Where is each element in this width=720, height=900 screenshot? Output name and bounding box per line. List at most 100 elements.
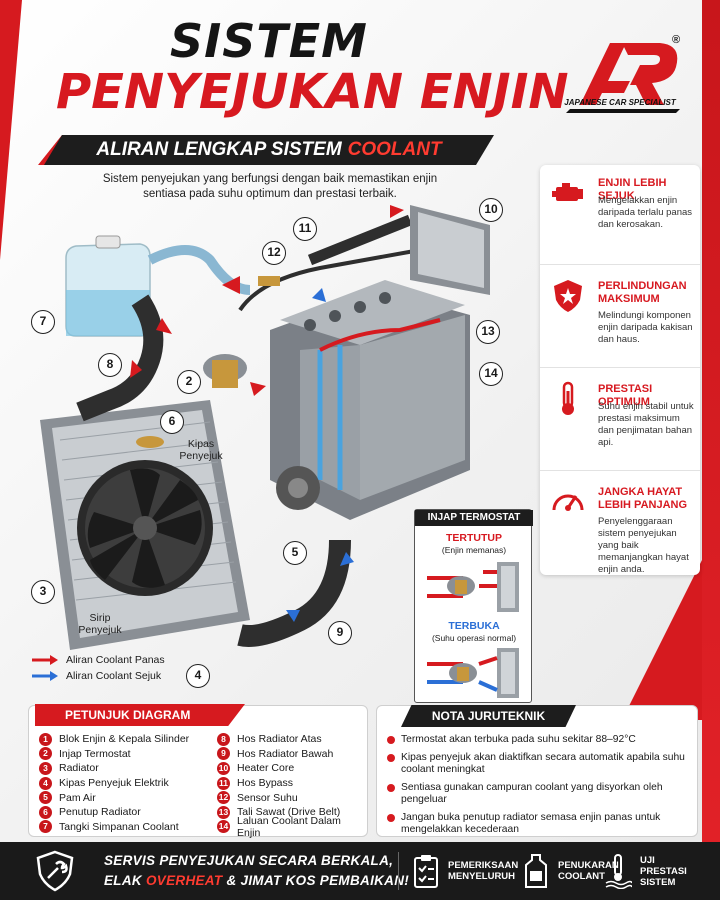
benefit-title: JANGKA HAYAT LEBIH PANJANG — [598, 486, 688, 511]
marker-8: 8 — [98, 353, 122, 377]
engine-icon — [552, 183, 583, 201]
marker-12: 12 — [262, 241, 286, 265]
cooling-fan — [77, 460, 213, 596]
marker-9: 9 — [328, 621, 352, 645]
shield-icon — [554, 280, 582, 312]
benefit-desc: Suhu enjin stabil untuk prestasi maksimu… — [598, 401, 694, 448]
marker-10: 10 — [479, 198, 503, 222]
wrench-shield-icon — [36, 850, 74, 892]
legend-cold: Aliran Coolant Sejuk — [32, 668, 165, 684]
legend-cold-label: Aliran Coolant Sejuk — [66, 670, 162, 682]
registered-mark: ® — [672, 34, 681, 46]
fan-label: Kipas Penyejuk — [179, 438, 223, 462]
benefit-desc: Melindungi komponen enjin daripada kakis… — [598, 310, 693, 345]
coolant-reservoir — [65, 235, 151, 337]
benefit-item: JANGKA HAYAT LEBIH PANJANG Penyelenggara… — [540, 474, 700, 575]
marker-13: 13 — [476, 320, 500, 344]
marker-11: 11 — [293, 217, 317, 241]
hot-arrow-icon — [32, 655, 58, 665]
benefit-title: PRESTASI OPTIMUM — [598, 383, 653, 408]
benefit-desc: Penyelenggaraan sistem penyejukan yang b… — [598, 516, 689, 575]
radiator-cap — [136, 436, 164, 448]
lower-radiator-hose — [237, 539, 351, 647]
thermostat-inset: INJAP TERMOSTAT TERTUTUP (Enjin memanas)… — [414, 509, 533, 703]
closed-sublabel: (Enjin memanas) — [441, 545, 507, 555]
open-sublabel: (Suhu operasi normal) — [431, 633, 517, 643]
list-item: Sentiasa gunakan campuran coolant yang d… — [387, 782, 692, 807]
open-label: TERBUKA — [448, 620, 500, 632]
coolant-bottle-icon — [525, 854, 547, 888]
footer-line2: ELAK OVERHEAT & JIMAT KOS PEMBAIKAN! — [104, 873, 410, 888]
fin-label: Sirip Penyejuk — [78, 612, 122, 636]
thermostat-open-illustration — [427, 648, 519, 698]
footer-item: PEMERIKSAAN MENYELURUH — [412, 850, 518, 892]
gauge-icon — [552, 494, 584, 511]
technician-notes-panel: NOTA JURUTEKNIK Termostat akan terbuka p… — [376, 705, 698, 837]
thermostat-closed-illustration — [427, 562, 519, 612]
benefit-item: ENJIN LEBIH SEJUK Mengelakkan enjin dari… — [540, 165, 700, 265]
banner-text: ALIRAN LENGKAP SISTEM — [96, 139, 342, 160]
flow-legend: Aliran Coolant Panas Aliran Coolant Seju… — [32, 652, 165, 684]
hot-flow-arrows — [130, 205, 404, 396]
banner-highlight: COOLANT — [347, 139, 442, 160]
marker-5: 5 — [283, 541, 307, 565]
intro-text: Sistem penyejukan yang berfungsi dengan … — [102, 173, 438, 200]
cold-arrow-icon — [32, 671, 58, 681]
subtitle-banner: ALIRAN LENGKAP SISTEM COOLANT — [44, 135, 494, 165]
list-item: Jangan buka penutup radiator semasa enji… — [387, 812, 692, 837]
benefit-item: PRESTASI OPTIMUM Suhu enjin stabil untuk… — [540, 371, 700, 471]
footer-item: UJI PRESTASI SISTEM — [604, 850, 696, 892]
footer-bar: SERVIS PENYEJUKAN SECARA BERKALA, ELAK O… — [0, 842, 720, 900]
right-edge-accent — [702, 0, 720, 900]
title-line1: SISTEM — [170, 14, 368, 68]
legend-hot: Aliran Coolant Panas — [32, 652, 165, 668]
footer-divider — [398, 852, 399, 890]
heater-core — [410, 205, 490, 295]
title-line2: PENYEJUKAN ENJIN — [56, 64, 569, 120]
marker-7: 7 — [31, 310, 55, 334]
thermometer-icon — [562, 381, 574, 415]
marker-4: 4 — [186, 664, 210, 688]
diagram-key-title: PETUNJUK DIAGRAM — [35, 704, 245, 726]
footer-line1: SERVIS PENYEJUKAN SECARA BERKALA, — [104, 853, 394, 868]
engine-block — [270, 280, 470, 520]
benefit-title: ENJIN LEBIH SEJUK — [598, 177, 667, 202]
benefits-panel: ENJIN LEBIH SEJUK Mengelakkan enjin dari… — [540, 165, 700, 575]
thermostat — [203, 354, 247, 388]
logo-tagline: JAPANESE CAR SPECIALIST — [564, 98, 676, 107]
legend-hot-label: Aliran Coolant Panas — [66, 654, 165, 666]
footer-item-label: UJI PRESTASI SISTEM — [640, 854, 687, 888]
benefit-desc: Mengelakkan enjin daripada terlalu panas… — [598, 195, 693, 230]
temperature-sensor — [258, 276, 280, 286]
technician-notes-list: Termostat akan terbuka pada suhu sekitar… — [387, 734, 692, 842]
upper-radiator-hose — [76, 294, 164, 422]
technician-notes-title: NOTA JURUTEKNIK — [401, 705, 576, 727]
cooling-system-diagram — [40, 205, 490, 650]
marker-14: 14 — [479, 362, 503, 386]
footer-item: PENUKARAN COOLANT — [522, 850, 624, 892]
marker-2: 2 — [177, 370, 201, 394]
benefit-item: PERLINDUNGAN MAKSIMUM Melindungi kompone… — [540, 268, 700, 368]
cold-flow-arrows — [286, 288, 354, 622]
footer-item-label: PENUKARAN COOLANT — [558, 860, 619, 882]
marker-6: 6 — [160, 410, 184, 434]
brand-logo — [566, 43, 680, 113]
closed-label: TERTUTUP — [446, 532, 502, 544]
benefit-title: PERLINDUNGAN MAKSIMUM — [598, 280, 687, 305]
list-item: Termostat akan terbuka pada suhu sekitar… — [387, 734, 692, 747]
